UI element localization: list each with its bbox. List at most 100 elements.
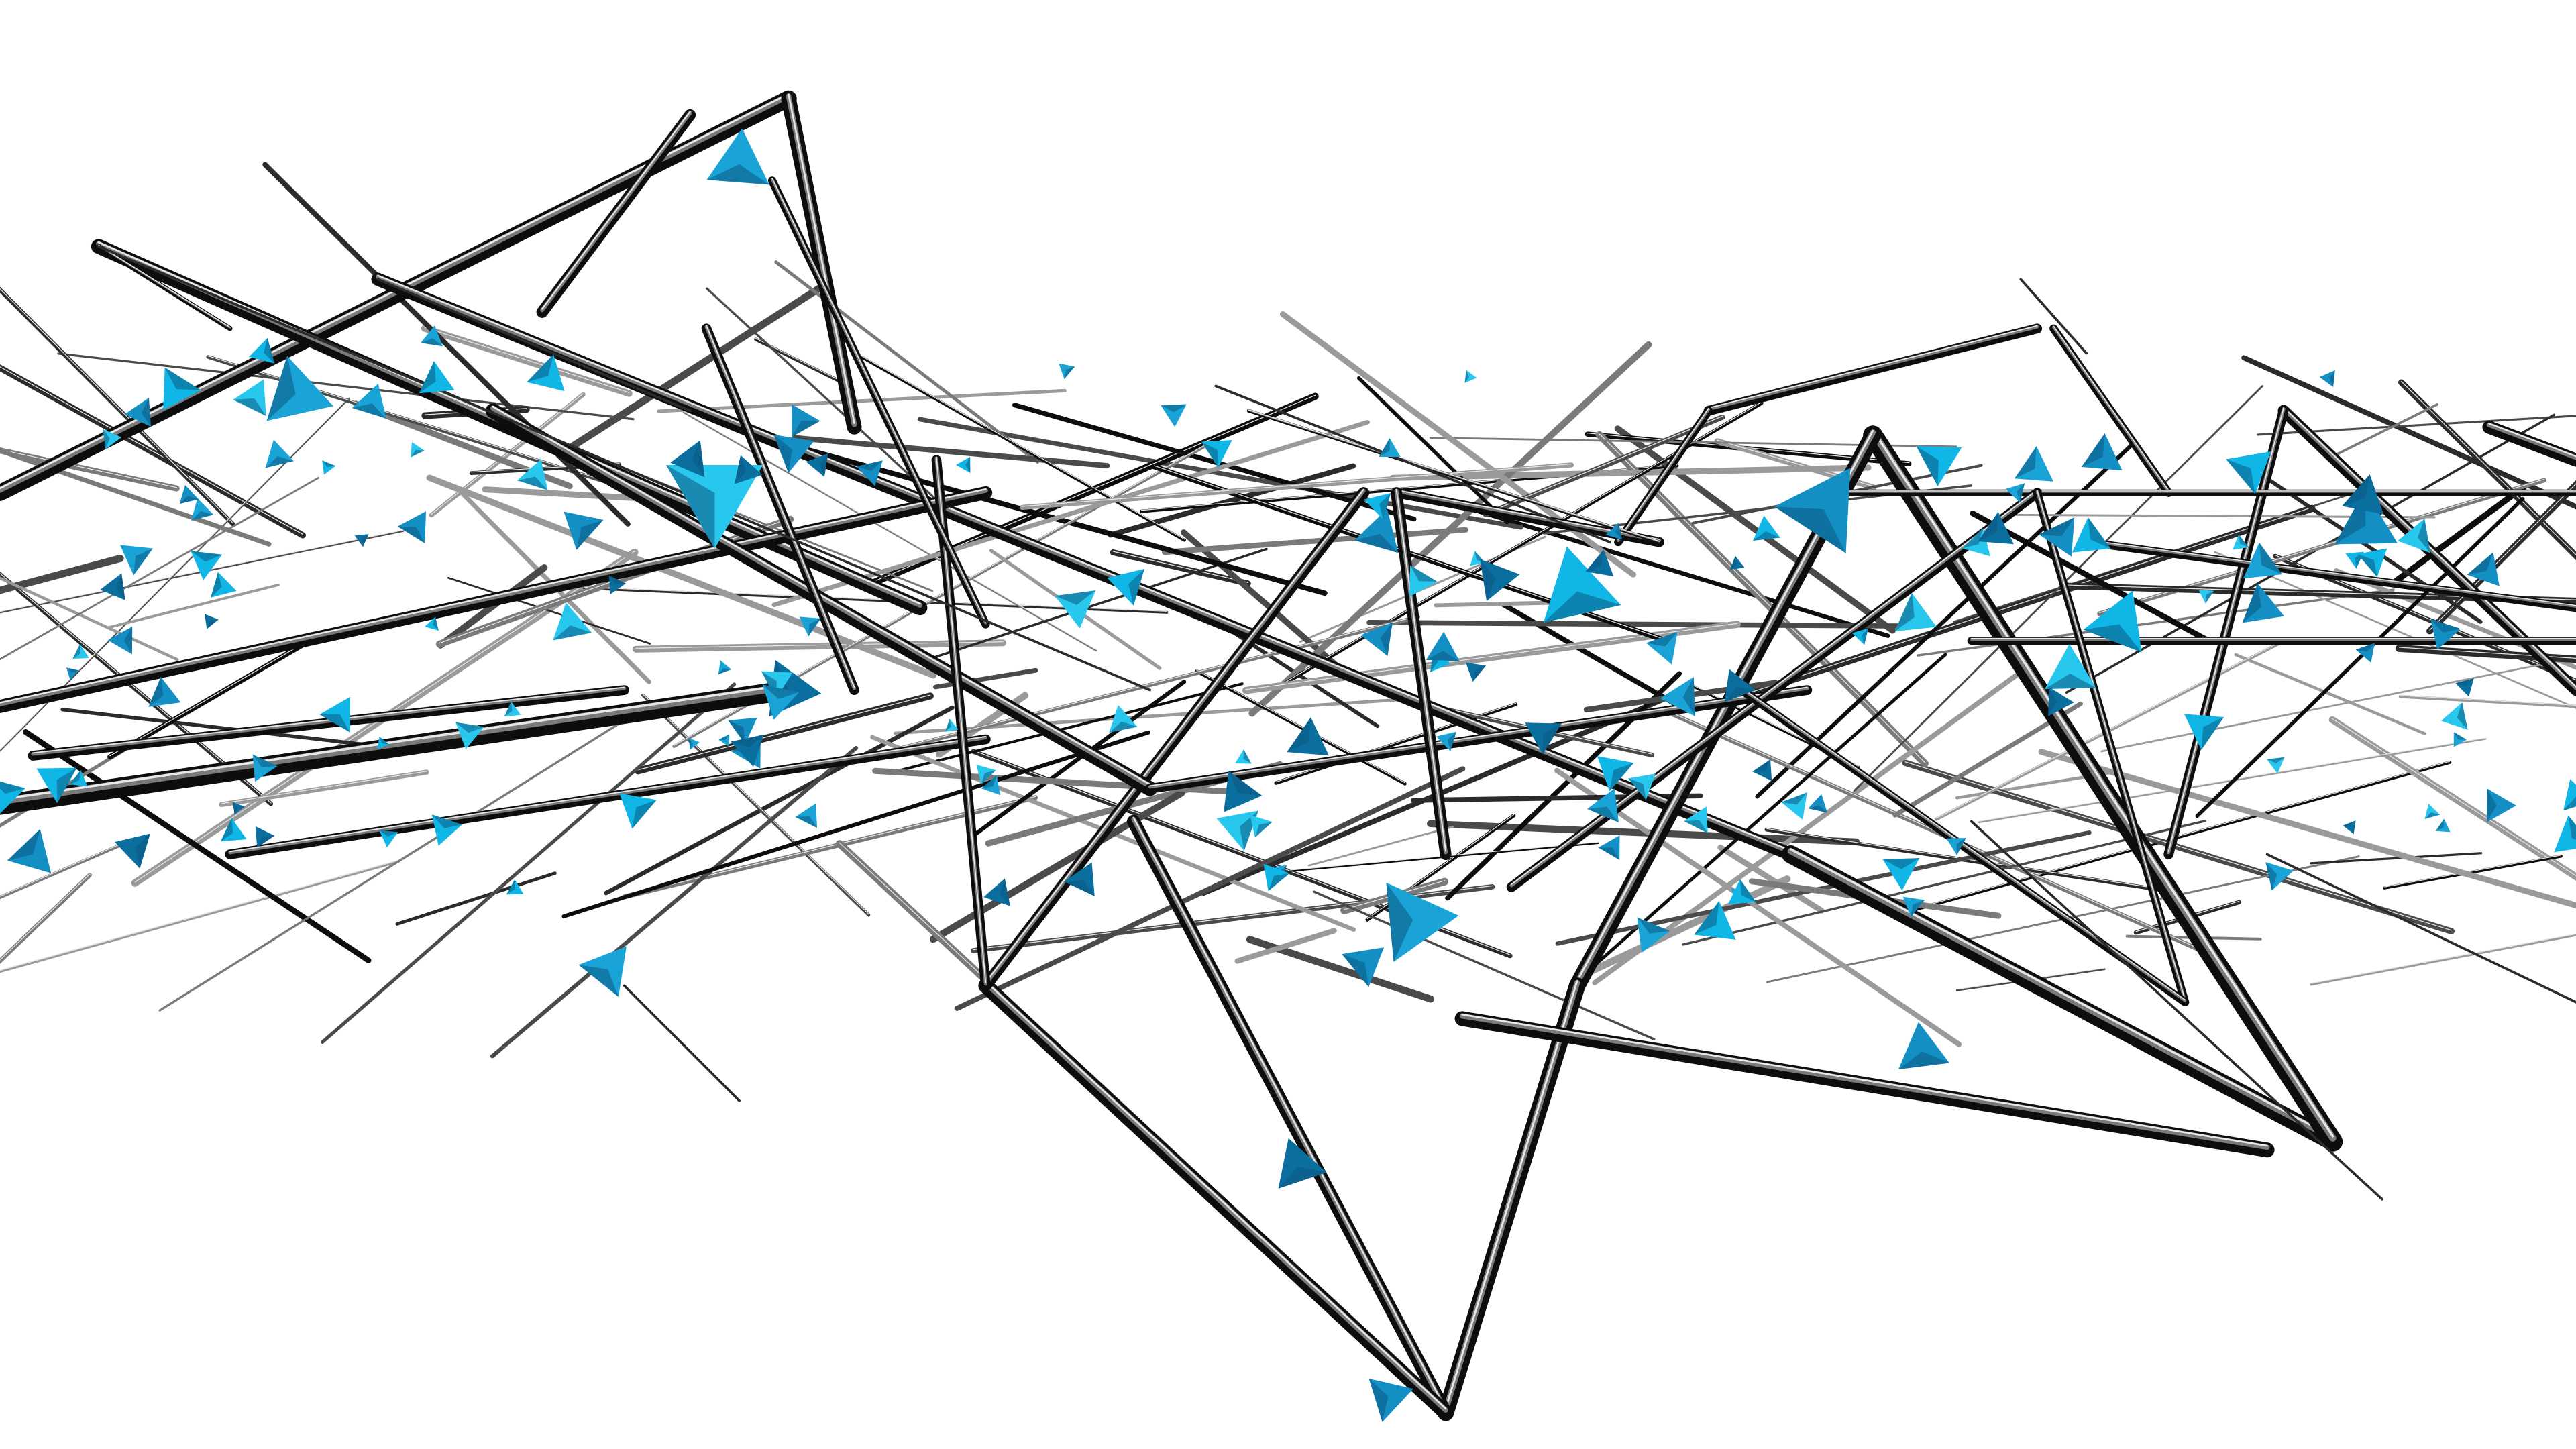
shard-facet [2487, 788, 2497, 822]
thin-strut [219, 769, 429, 808]
shard-facet [718, 668, 732, 675]
shard-facet [2201, 716, 2224, 750]
shard-facet [1161, 404, 1187, 413]
shard-facet [1882, 858, 1920, 869]
shard-facet [2265, 861, 2277, 891]
strut [28, 685, 629, 761]
thin-strut [490, 745, 859, 1059]
shard-facet [1243, 749, 1252, 764]
shard-facet [632, 800, 657, 829]
shard-facet [553, 625, 592, 641]
shard-facet [1861, 628, 1868, 645]
thin-strut [1417, 491, 1890, 638]
thin-strut [917, 417, 1523, 530]
shard [1161, 404, 1187, 427]
shard-facet [379, 736, 390, 745]
strut-shine [1741, 687, 2186, 1001]
thin-strut [1970, 511, 2213, 645]
shard-facet [2357, 554, 2377, 578]
strut-shine [2037, 490, 2186, 1001]
thin-strut [1501, 602, 1684, 710]
thin-strut [2234, 653, 2426, 735]
shard-facet [411, 449, 425, 458]
thin-strut-shine [1112, 551, 1248, 583]
shard-facet [1228, 770, 1263, 796]
thin-strut-shine [109, 636, 316, 757]
thin-strut [0, 841, 126, 900]
shard-facet [945, 718, 951, 732]
shard [2048, 687, 2074, 716]
shard-facet [2430, 619, 2461, 633]
thin-strut [1366, 620, 1902, 629]
shard-facet [728, 720, 745, 745]
shard-facet [220, 818, 233, 842]
thin-strut [835, 840, 993, 987]
strut-highlight [2486, 422, 2576, 460]
thin-strut [634, 692, 934, 775]
thin-strut [2395, 644, 2576, 663]
strut-shine [771, 178, 987, 623]
shard-facet [1380, 622, 1393, 657]
shard-facet [1956, 837, 1966, 855]
thin-strut-shine [1485, 415, 1723, 515]
thin-strut [2038, 749, 2576, 909]
thin-strut [1012, 402, 1417, 522]
shard-facet [1774, 506, 1846, 553]
shard-facet [1368, 1378, 1389, 1422]
strut-shine [1789, 848, 2334, 1138]
strut-highlight [983, 488, 1366, 986]
thin-strut [0, 530, 405, 614]
thin-strut [1717, 844, 1825, 914]
shard [2319, 370, 2335, 387]
shard-facet [1598, 847, 1620, 860]
thin-strut [106, 583, 280, 629]
shard-facet [1724, 687, 1756, 702]
shard-facet [1684, 820, 1708, 834]
strut [1454, 1011, 2275, 1158]
shard-facet [1430, 650, 1438, 672]
shard-facet [1480, 559, 1496, 602]
thin-strut [1108, 463, 1356, 538]
thin-strut [1180, 529, 1344, 672]
shard-facet [7, 828, 40, 861]
thin-strut [0, 572, 274, 806]
shard-facet [965, 456, 971, 474]
shard-facet [1109, 721, 1138, 733]
shard-facet [795, 816, 818, 828]
thin-strut [0, 576, 179, 661]
thin-strut-shine [0, 449, 177, 488]
strut [0, 486, 993, 713]
needle [97, 245, 1152, 692]
thin-strut-shine [1910, 761, 2451, 910]
thin-strut-shine [855, 615, 1419, 759]
thin-strut [1719, 504, 2316, 706]
thin-strut-shine [1766, 828, 2180, 892]
shard-facet [1410, 565, 1438, 582]
strut-shine [492, 405, 1151, 786]
strut-shine [0, 683, 790, 801]
thin-strut [2426, 480, 2576, 635]
shard-facet [999, 878, 1010, 906]
shard [2267, 757, 2285, 774]
shard-facet [1268, 873, 1290, 892]
thin-strut [2310, 852, 2483, 865]
shard-facet [1637, 917, 1670, 934]
thin-strut [1234, 928, 1337, 964]
thin-strut-shine [0, 842, 125, 897]
shard-facet [2467, 552, 2493, 575]
thin-strut [1592, 661, 2034, 985]
thin-strut [262, 162, 631, 527]
shard-facet [379, 830, 398, 837]
shard [1753, 515, 1780, 541]
thin-strut [429, 392, 586, 518]
thin-strut [1426, 820, 1860, 846]
strut-shine [1708, 325, 2038, 409]
shard-facet [123, 626, 133, 655]
thin-strut-shine [1196, 669, 1405, 784]
thin-strut [60, 707, 380, 748]
shard [107, 626, 133, 655]
thin-strut [2328, 716, 2576, 881]
shard-facet [1781, 792, 1807, 805]
needle [623, 984, 741, 1102]
